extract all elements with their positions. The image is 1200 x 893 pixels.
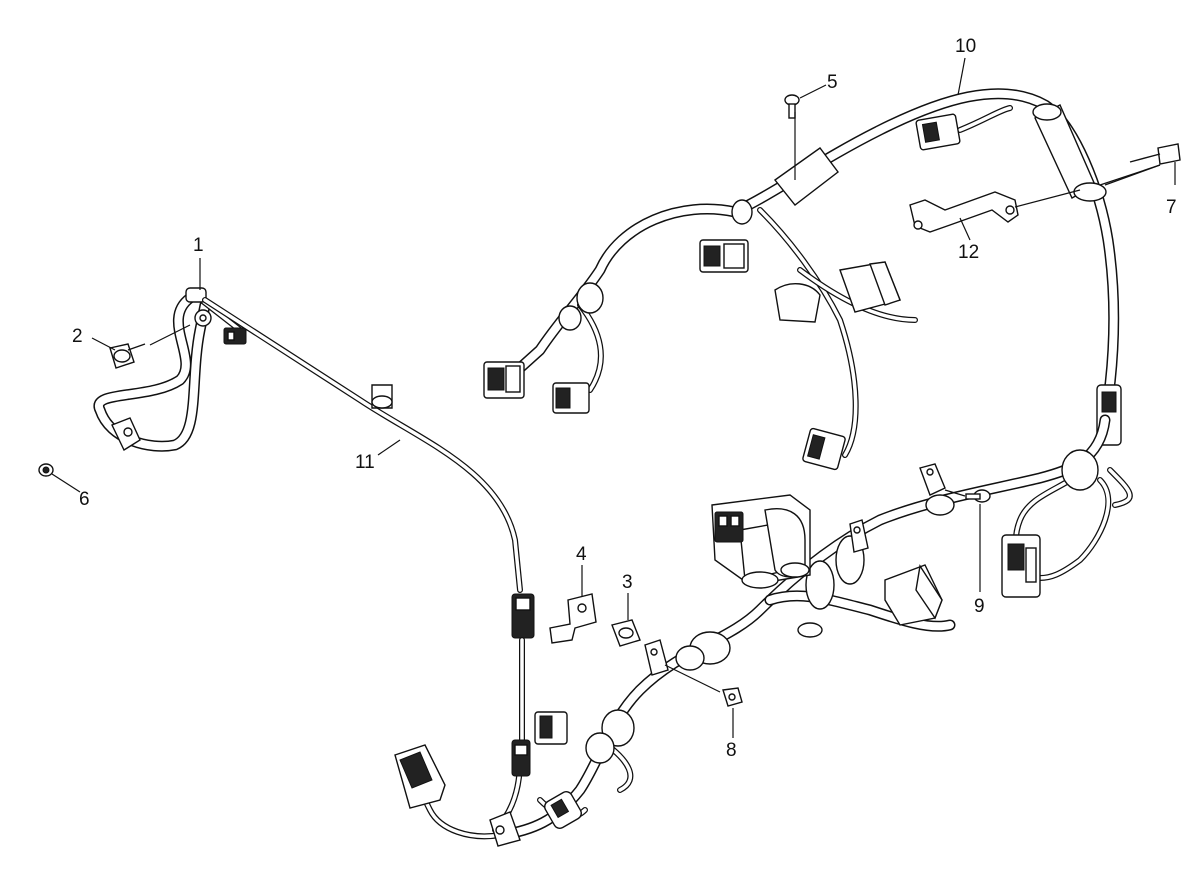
harness-1 — [93, 287, 247, 452]
callout-12: 12 — [958, 242, 979, 263]
lead-11 — [202, 297, 535, 743]
bolt-6 — [38, 463, 54, 477]
bolt-9 — [965, 489, 991, 503]
harness-10 — [483, 88, 1122, 471]
lower-tab-a — [919, 463, 946, 496]
lower-connector-f — [511, 739, 531, 777]
harness-10-connector-b — [699, 239, 749, 273]
callout-11: 11 — [355, 452, 375, 473]
bolt-3 — [611, 619, 641, 647]
lower-connector-e — [544, 791, 582, 829]
nut-8 — [722, 687, 743, 707]
bracket-12 — [909, 191, 1019, 233]
harness-10-joint — [731, 199, 753, 225]
bolt-7 — [1129, 143, 1181, 165]
lower-connector-d — [534, 711, 568, 745]
callout-4: 4 — [576, 544, 587, 565]
harness-10-connector-c — [483, 361, 525, 399]
lower-tab-c — [644, 639, 669, 676]
bolt-2 — [109, 343, 146, 369]
callout-labels: 1 2 3 4 5 6 7 8 9 10 11 12 — [72, 36, 1177, 761]
plate-4 — [549, 593, 597, 644]
harness-10-sleeve-c — [576, 282, 604, 314]
callout-10: 10 — [955, 36, 976, 57]
callout-3: 3 — [622, 572, 633, 593]
harness-10-connector-e — [802, 427, 846, 471]
harness-10-connector-a — [915, 113, 961, 151]
harness-main-lower — [394, 414, 1133, 847]
lower-plug — [797, 622, 823, 638]
callout-9: 9 — [974, 596, 985, 617]
callout-6: 6 — [79, 489, 90, 510]
harness-10-sleeve-a — [773, 147, 839, 206]
lower-joint-a — [1061, 449, 1099, 491]
lower-sleeve-a — [925, 494, 955, 516]
bolt-5 — [784, 94, 800, 119]
callout-7: 7 — [1166, 197, 1177, 218]
harness-10-relay-holder — [774, 283, 821, 323]
callout-1: 1 — [193, 235, 204, 256]
harness-10-connector-d — [552, 382, 590, 414]
lower-connector-a — [1001, 534, 1041, 598]
harness-1-sleeve — [185, 287, 207, 303]
callout-5: 5 — [827, 72, 838, 93]
lower-connector-c — [394, 744, 446, 809]
lower-connector-b — [884, 564, 943, 626]
harness-10-connector-f — [839, 261, 901, 313]
lower-tab-d — [489, 811, 521, 847]
callout-2: 2 — [72, 326, 83, 347]
callout-8: 8 — [726, 740, 737, 761]
fuse-box — [711, 494, 811, 589]
leader-lines — [51, 57, 1176, 738]
